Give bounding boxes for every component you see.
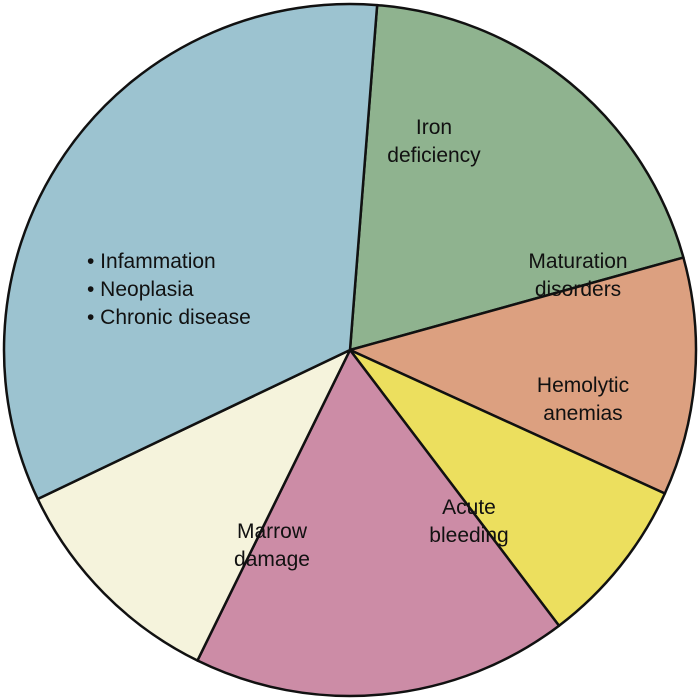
- slice-label-iron-deficiency: Iron deficiency: [387, 116, 481, 167]
- slice-label-line: Hemolytic: [537, 374, 629, 397]
- pie-slice-hemolytic-anemias: [348, 348, 667, 627]
- slice-label-line: anemias: [543, 402, 622, 425]
- pie-slice-maturation-disorders: [348, 256, 698, 495]
- slice-label-maturation-disorders: Maturation disorders: [528, 250, 627, 301]
- slice-label-line: • Infammation: [87, 250, 216, 273]
- slice-label-line: Acute: [442, 496, 496, 519]
- slice-label-line: • Neoplasia: [87, 278, 194, 301]
- slice-label-infammation-neoplasia-chronic-disease: • Infammation • Neoplasia • Chronic diseas…: [87, 250, 251, 329]
- slice-label-acute-bleeding: Acute bleeding: [429, 496, 508, 547]
- slice-label-line: deficiency: [387, 144, 481, 167]
- slice-label-line: bleeding: [429, 524, 508, 547]
- slice-label-line: Iron: [416, 116, 452, 139]
- slice-label-line: Maturation: [528, 250, 627, 273]
- slice-label-line: Marrow: [237, 520, 308, 543]
- slice-label-line: • Chronic disease: [87, 306, 251, 329]
- slice-label-hemolytic-anemias: Hemolytic anemias: [537, 374, 629, 425]
- slice-label-line: disorders: [535, 278, 621, 301]
- pie-slice-iron-deficiency: [348, 3, 685, 352]
- pie-slice-acute-bleeding: [196, 348, 561, 698]
- slice-label-line: damage: [234, 548, 310, 571]
- slice-label-marrow-damage: Marrow damage: [234, 520, 310, 571]
- pie-slice-infammation-neoplasia-chronic-disease: [2, 2, 379, 501]
- pie-slice-marrow-damage: [36, 348, 352, 662]
